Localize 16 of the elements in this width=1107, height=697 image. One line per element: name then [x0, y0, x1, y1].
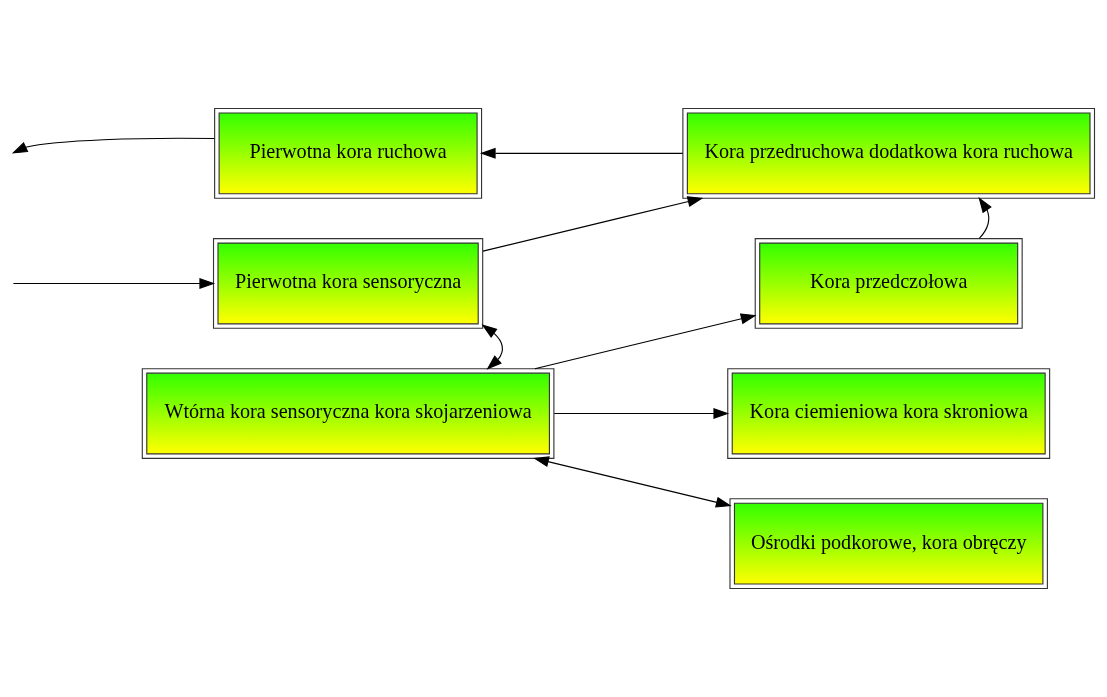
- arrow: [12, 277, 216, 289]
- arrow: [978, 197, 992, 239]
- arrow: [534, 313, 757, 370]
- node-box: Kora ciemieniowa kora skroniowa: [727, 368, 1051, 459]
- node-box: Pierwotna kora sensoryczna: [212, 238, 484, 329]
- arrow: [482, 196, 704, 252]
- node-box: Wtórna kora sensoryczna kora skojarzeniowa: [141, 368, 555, 459]
- arrow: [533, 456, 732, 508]
- node-box: Kora przedruchowa dodatkowa kora ruchowa: [682, 107, 1096, 199]
- arrow: [553, 408, 730, 420]
- node-box: Kora przedczołowa: [754, 238, 1023, 329]
- arrow: [11, 137, 215, 154]
- node-box: Pierwotna kora ruchowa: [214, 107, 483, 199]
- node-box: Ośrodki podkorowe, kora obręczy: [729, 498, 1048, 590]
- arrow: [481, 324, 503, 370]
- arrow: [479, 147, 684, 159]
